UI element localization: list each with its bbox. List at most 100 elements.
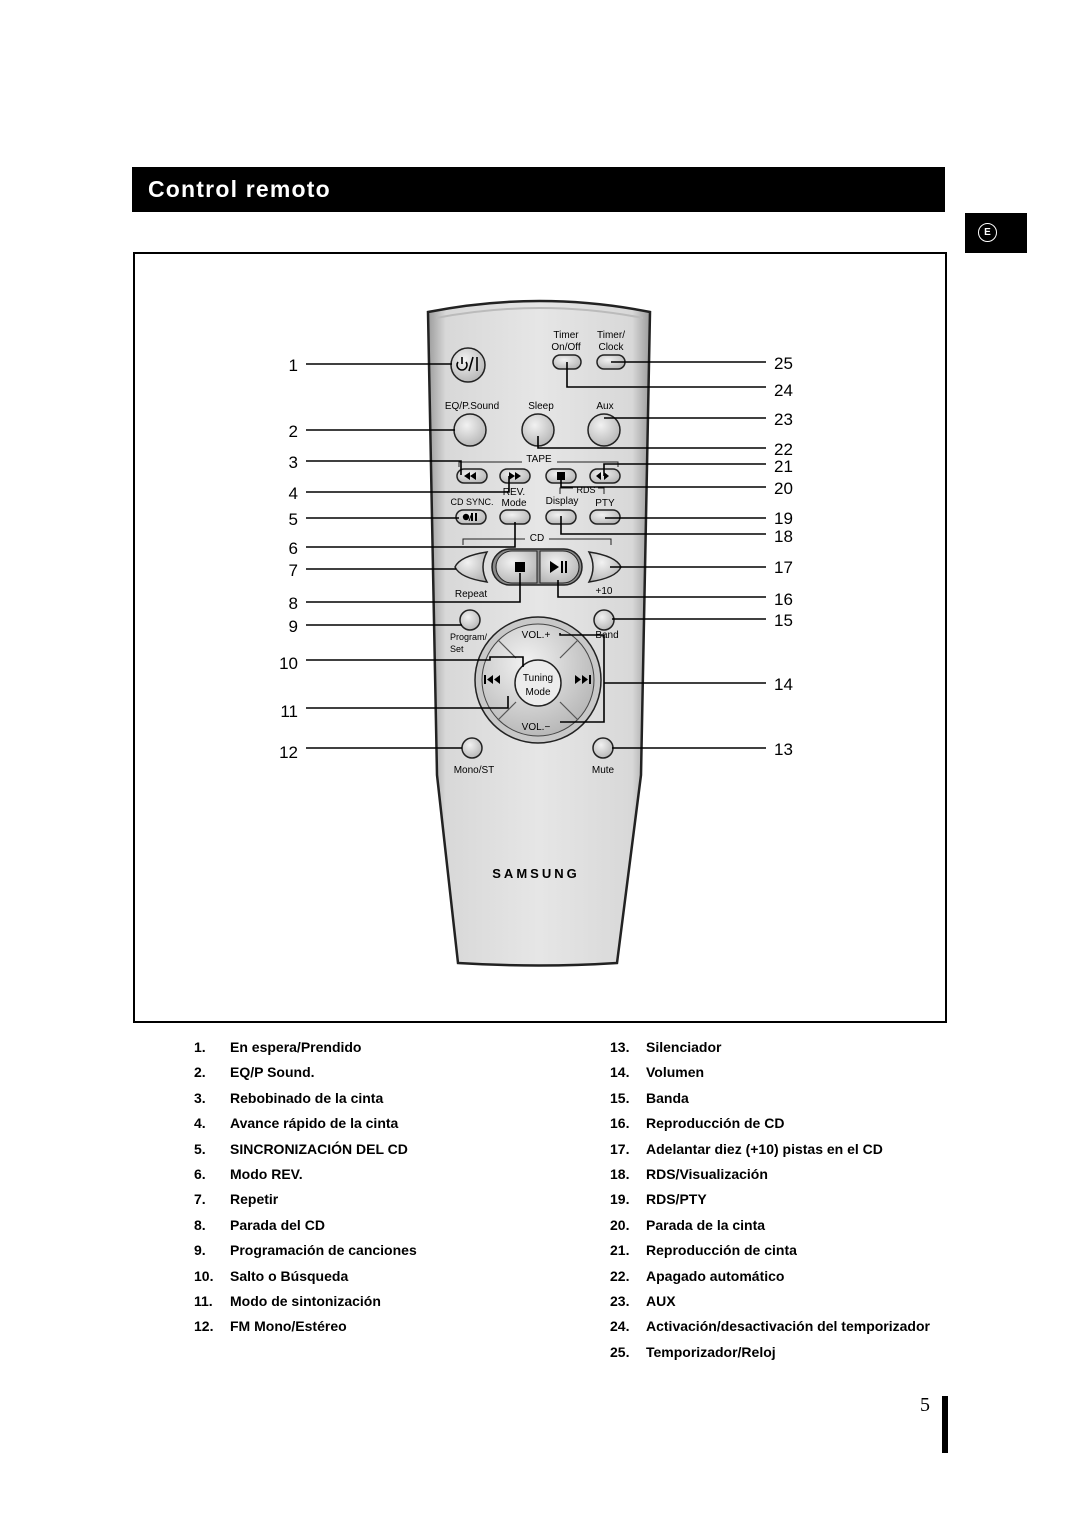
repeat-label: Repeat — [455, 589, 487, 600]
callout-9: 9 — [289, 617, 298, 636]
sleep-label: Sleep — [528, 401, 554, 412]
legend-item-number: 5. — [194, 1140, 206, 1157]
legend-item-text: RDS/Visualización — [646, 1165, 768, 1182]
callout-14: 14 — [774, 675, 793, 694]
page-title: Control remoto — [148, 176, 331, 202]
callout-3: 3 — [289, 453, 298, 472]
legend-item-number: 15. — [610, 1089, 630, 1106]
legend-item-text: En espera/Prendido — [230, 1039, 362, 1055]
legend-item-text: Programación de canciones — [230, 1242, 417, 1259]
legend-item-text: Parada de la cinta — [646, 1216, 766, 1233]
right-callout-numbers: 25 24 23 22 21 20 19 18 17 16 15 14 13 — [774, 354, 793, 759]
skip-back-icon — [484, 675, 500, 684]
cd-sync-label: CD SYNC. — [450, 497, 493, 507]
callout-18: 18 — [774, 527, 793, 546]
legend-item-number: 24. — [610, 1318, 630, 1335]
legend-item-number: 25. — [610, 1343, 630, 1360]
band-button — [593, 609, 615, 631]
legend-item-text: Volumen — [646, 1064, 705, 1081]
language-badge: E — [978, 223, 997, 242]
program-set-label-2: Set — [450, 644, 464, 654]
rewind-icon — [464, 472, 476, 480]
legend-item-text: EQ/P Sound. — [230, 1064, 315, 1081]
tuning-mode-button — [514, 659, 562, 707]
callout-23: 23 — [774, 410, 793, 429]
callout-11: 11 — [280, 702, 298, 721]
legend-item-text: Silenciador — [646, 1039, 722, 1055]
band-label: Band — [595, 630, 618, 641]
mono-st-button — [461, 737, 483, 759]
legend-item-number: 4. — [194, 1115, 206, 1132]
cd-back-button — [454, 551, 489, 583]
left-callout-lines — [306, 363, 524, 749]
timer-clock-label-1: Timer/ — [597, 330, 625, 341]
legend-item-text: Activación/desactivación del temporizado… — [646, 1318, 930, 1335]
page-number: 5 — [920, 1394, 930, 1416]
legend-item-number: 2. — [194, 1064, 206, 1081]
tape-bracket — [458, 461, 619, 467]
legend-item-text: Rebobinado de la cinta — [230, 1089, 384, 1106]
legend-item-number: 21. — [610, 1242, 630, 1259]
callout-13: 13 — [774, 740, 793, 759]
legend-item-text: Temporizador/Reloj — [646, 1343, 776, 1360]
legend-item-text: Banda — [646, 1089, 689, 1106]
legend-item-text: Parada del CD — [230, 1216, 325, 1233]
legend-item-number: 12. — [194, 1318, 214, 1335]
legend-item-text: Modo de sintonización — [230, 1292, 381, 1309]
rds-bracket — [559, 487, 605, 494]
language-tab: E — [965, 213, 1027, 253]
legend-item-number: 19. — [610, 1191, 630, 1208]
right-callout-lines — [537, 361, 766, 749]
timer-clock-label-2: Clock — [598, 342, 624, 353]
tape-label: TAPE — [526, 454, 552, 465]
display-label: Display — [546, 496, 579, 507]
vol-minus-label: VOL.− — [522, 722, 551, 733]
legend-item-text: Salto o Búsqueda — [230, 1267, 349, 1284]
page-number-bar — [942, 1396, 948, 1453]
legend-item-number: 20. — [610, 1216, 630, 1233]
rds-label: RDS — [576, 485, 595, 495]
cd-label: CD — [530, 533, 544, 544]
aux-label: Aux — [596, 401, 613, 412]
callout-4: 4 — [289, 484, 298, 503]
callout-2: 2 — [289, 422, 298, 441]
power-icon — [456, 356, 478, 372]
callout-1: 1 — [289, 356, 298, 375]
legend-item-text: Repetir — [230, 1191, 279, 1208]
legend-item-text: AUX — [646, 1292, 676, 1309]
legend-item-text: Apagado automático — [646, 1267, 785, 1284]
timer-on-off-label-1: Timer — [553, 330, 579, 341]
callout-12: 12 — [279, 743, 298, 762]
legend-item-number: 17. — [610, 1140, 630, 1157]
legend-item-number: 14. — [610, 1064, 630, 1081]
rev-mode-button — [499, 509, 531, 525]
mute-button — [592, 737, 614, 759]
timer-on-off-label-2: On/Off — [551, 342, 580, 353]
pty-label: PTY — [595, 498, 615, 509]
legend-item-number: 9. — [194, 1242, 206, 1259]
callout-17: 17 — [774, 558, 793, 577]
legend-item-number: 10. — [194, 1267, 214, 1284]
legend-item-number: 18. — [610, 1165, 630, 1182]
legend-item-text: Avance rápido de la cinta — [230, 1115, 399, 1132]
legend-item-number: 8. — [194, 1216, 206, 1233]
record-pause-icon — [462, 512, 477, 522]
legend-item-number: 6. — [194, 1165, 206, 1182]
legend-item-text: Adelantar diez (+10) pistas en el CD — [646, 1140, 883, 1157]
aux-button — [587, 413, 621, 447]
legend-item-text: SINCRONIZACIÓN DEL CD — [230, 1140, 408, 1157]
cd-play-pause-button — [539, 550, 580, 584]
callout-8: 8 — [289, 594, 298, 613]
callout-5: 5 — [289, 510, 298, 529]
legend-item-number: 7. — [194, 1191, 206, 1208]
callout-7: 7 — [289, 561, 298, 580]
callout-25: 25 — [774, 354, 793, 373]
callout-15: 15 — [774, 611, 793, 630]
skip-forward-icon — [575, 675, 591, 684]
callout-10: 10 — [279, 654, 298, 673]
plus10-button — [587, 551, 622, 583]
legend-item-number: 16. — [610, 1115, 630, 1132]
legend-item-number: 13. — [610, 1039, 630, 1055]
brand-logo: SAMSUNG — [492, 866, 579, 881]
